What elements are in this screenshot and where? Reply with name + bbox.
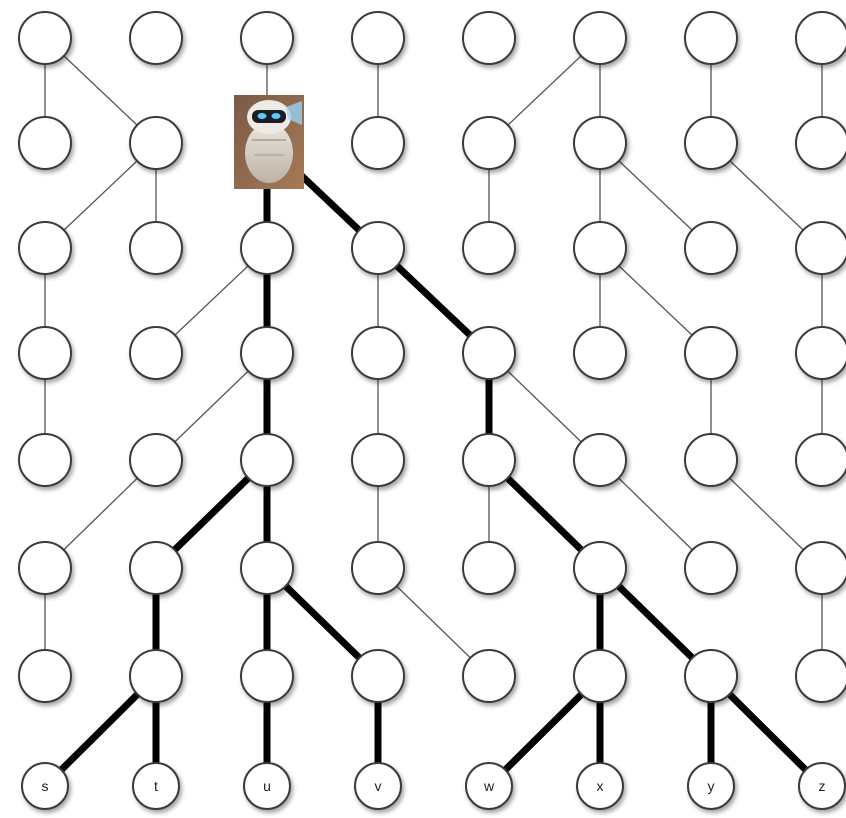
tree-node	[684, 433, 738, 487]
tree-node	[129, 433, 183, 487]
leaf-circle	[21, 762, 69, 810]
tree-node	[351, 11, 405, 65]
tree-node	[684, 326, 738, 380]
leaf-node-x: x	[576, 762, 624, 810]
tree-node	[351, 326, 405, 380]
tree-node	[351, 116, 405, 170]
tree-node	[129, 221, 183, 275]
tree-node	[351, 649, 405, 703]
tree-node	[684, 649, 738, 703]
tree-node	[462, 326, 516, 380]
tree-node	[684, 116, 738, 170]
tree-node	[795, 11, 846, 65]
tree-node	[18, 326, 72, 380]
leaf-circle	[798, 762, 846, 810]
tree-node	[684, 221, 738, 275]
tree-node	[573, 11, 627, 65]
tree-node	[795, 326, 846, 380]
tree-node	[573, 433, 627, 487]
leaf-label: v	[375, 778, 382, 794]
tree-node	[18, 649, 72, 703]
leaf-label: z	[819, 778, 826, 794]
nodes-layer: s t u v w x y z	[18, 11, 846, 810]
leaf-label: s	[42, 778, 49, 794]
tree-node	[240, 11, 294, 65]
tree-node	[462, 221, 516, 275]
leaf-node-s: s	[21, 762, 69, 810]
tree-node	[795, 221, 846, 275]
tree-node	[573, 541, 627, 595]
tree-node	[462, 116, 516, 170]
tree-node	[129, 541, 183, 595]
leaf-node-y: y	[687, 762, 735, 810]
tree-node	[684, 11, 738, 65]
tree-node	[462, 649, 516, 703]
tree-node	[462, 433, 516, 487]
leaf-node-u: u	[243, 762, 291, 810]
tree-node	[795, 649, 846, 703]
tree-node	[351, 433, 405, 487]
tree-node	[240, 433, 294, 487]
tree-node	[18, 541, 72, 595]
leaf-node-v: v	[354, 762, 402, 810]
leaf-label: x	[597, 778, 604, 794]
tree-node	[240, 221, 294, 275]
leaf-circle	[132, 762, 180, 810]
tree-node	[240, 326, 294, 380]
tree-node	[462, 541, 516, 595]
leaf-circle	[576, 762, 624, 810]
tree-node	[240, 649, 294, 703]
tree-node	[795, 433, 846, 487]
leaf-label: t	[154, 778, 158, 794]
tree-node	[351, 221, 405, 275]
tree-node	[573, 326, 627, 380]
leaf-circle	[687, 762, 735, 810]
tree-node	[18, 11, 72, 65]
tree-node	[129, 649, 183, 703]
tree-node	[129, 116, 183, 170]
leaf-label: u	[263, 778, 271, 794]
tree-node	[462, 11, 516, 65]
tree-node	[684, 541, 738, 595]
tree-node	[18, 116, 72, 170]
tree-node	[18, 433, 72, 487]
leaf-node-z: z	[798, 762, 846, 810]
tree-node	[573, 116, 627, 170]
tree-node	[351, 541, 405, 595]
leaf-circle	[354, 762, 402, 810]
tree-node	[795, 541, 846, 595]
leaf-circle	[465, 762, 513, 810]
tree-node	[573, 221, 627, 275]
tree-node	[573, 649, 627, 703]
leaf-node-t: t	[132, 762, 180, 810]
tree-node	[129, 326, 183, 380]
leaf-circle	[243, 762, 291, 810]
leaf-node-w: w	[465, 762, 513, 810]
tree-node	[795, 116, 846, 170]
tree-node	[240, 541, 294, 595]
leaf-label: y	[708, 778, 715, 794]
leaf-label: w	[483, 778, 495, 794]
robot-icon	[234, 95, 304, 189]
tree-node	[18, 221, 72, 275]
tree-node	[129, 11, 183, 65]
